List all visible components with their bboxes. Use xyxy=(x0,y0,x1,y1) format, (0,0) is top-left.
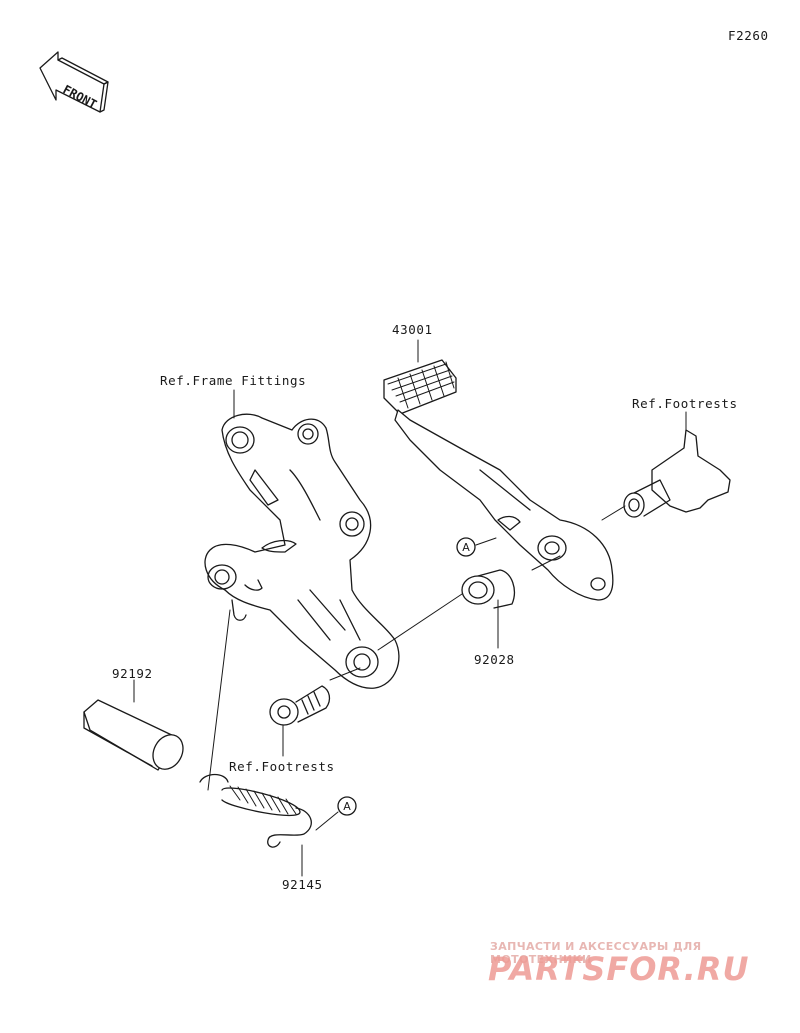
sleeve-92192 xyxy=(83,699,184,771)
brake-pedal xyxy=(383,359,614,601)
callout-92192: 92192 xyxy=(112,666,153,681)
watermark-logo: PARTSFOR.RU xyxy=(488,950,750,988)
marker-a-upper-label: A xyxy=(462,541,470,554)
marker-a-lower-label: A xyxy=(343,800,351,813)
front-arrow-icon: FRONT xyxy=(39,51,109,113)
bracket-plate xyxy=(204,413,400,689)
collar-92028 xyxy=(461,569,515,609)
leader-lines xyxy=(133,339,687,877)
pivot-bolt xyxy=(269,685,331,726)
callout-ref-footrests-top: Ref.Footrests xyxy=(632,396,738,411)
marker-a-upper: A xyxy=(456,537,476,557)
callout-92028: 92028 xyxy=(474,652,515,667)
clevis-joint xyxy=(623,429,731,518)
return-spring xyxy=(199,773,312,848)
marker-a-lower: A xyxy=(337,796,357,816)
watermark-tagline: ЗАПЧАСТИ И АКСЕССУАРЫ ДЛЯ МОТОТЕХНИКИ xyxy=(490,940,702,966)
callout-43001: 43001 xyxy=(392,322,433,337)
callout-ref-footrests-bottom: Ref.Footrests xyxy=(229,759,335,774)
figure-code: F2260 xyxy=(728,28,769,43)
callout-92145: 92145 xyxy=(282,877,323,892)
callout-ref-frame-fittings: Ref.Frame Fittings xyxy=(160,373,307,388)
